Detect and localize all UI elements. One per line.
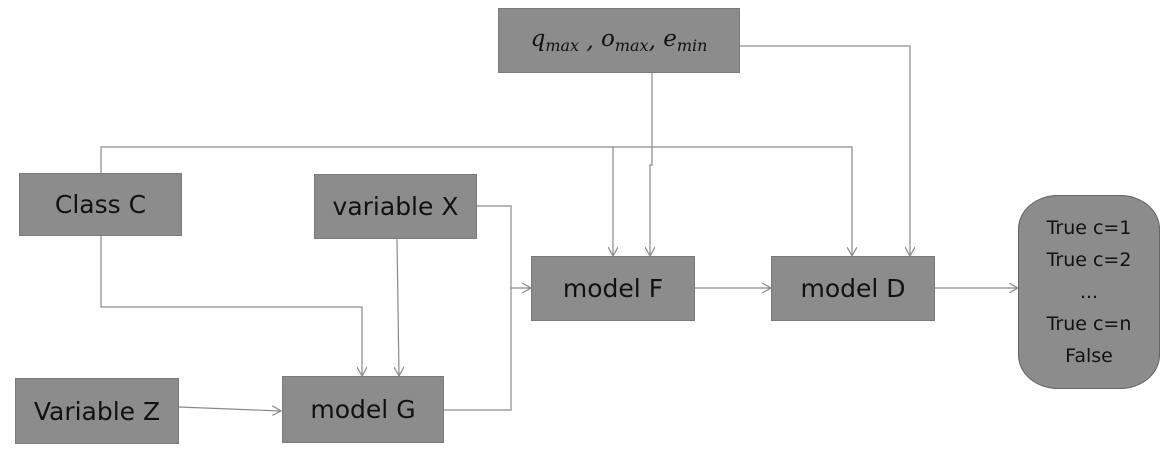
params-box: qmax , omax, emin xyxy=(498,8,740,73)
edge-variable-x-to-model-g xyxy=(397,238,399,376)
class-c-box: Class C xyxy=(19,173,182,236)
variable-x-box: variable X xyxy=(314,174,477,239)
edge-model-g-to-model-f xyxy=(444,288,512,411)
result-line: True c=n xyxy=(1046,313,1132,335)
param-e: emin xyxy=(663,26,708,55)
edge-class-c-to-model-g xyxy=(100,236,362,376)
model-g-box: model G xyxy=(282,376,444,443)
result-line: True c=1 xyxy=(1046,217,1132,239)
edge-variable-z-to-model-g xyxy=(178,407,281,411)
model-f-label: model F xyxy=(562,274,664,303)
result-line: True c=2 xyxy=(1046,249,1132,271)
class-c-label: Class C xyxy=(54,190,147,219)
result-terminal: True c=1 True c=2 ... True c=n False xyxy=(1018,195,1160,389)
edge-variable-x-to-model-f xyxy=(477,205,531,288)
result-line: ... xyxy=(1079,281,1099,303)
edge-params-to-model-d xyxy=(740,45,910,256)
variable-x-label: variable X xyxy=(332,192,459,221)
param-q: qmax xyxy=(530,26,580,55)
model-d-label: model D xyxy=(800,274,906,303)
edge-params-to-model-f xyxy=(650,73,652,256)
edge-class-c-bus xyxy=(100,146,852,256)
variable-z-label: Variable Z xyxy=(33,396,161,426)
variable-z-box: Variable Z xyxy=(15,378,179,444)
model-d-box: model D xyxy=(771,256,935,321)
model-g-label: model G xyxy=(310,395,416,424)
param-o: omax xyxy=(600,26,649,55)
result-line: False xyxy=(1065,345,1113,367)
model-f-box: model F xyxy=(531,256,695,321)
